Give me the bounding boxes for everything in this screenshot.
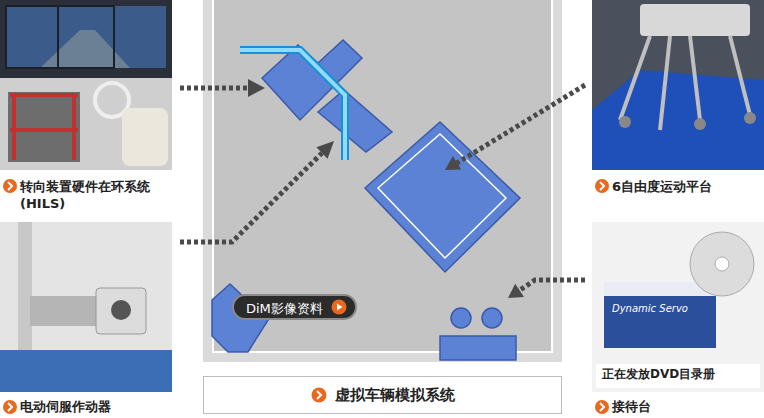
- photo-caption: 正在发放DVD目录册: [602, 366, 762, 383]
- caption-band: 虚拟车辆模拟系统: [203, 376, 562, 414]
- hils-photo: [0, 0, 172, 170]
- bullet-icon: [311, 387, 327, 403]
- photo-panel: 正在发放DVD目录册接待台: [592, 222, 764, 418]
- photo-panel: 转向装置硬件在环系统 (HILS): [0, 0, 172, 215]
- bullet-icons: [3, 179, 609, 414]
- pointer-arrows: [180, 85, 585, 290]
- play-icon: [331, 299, 347, 315]
- button-label: DiM影像资料: [246, 300, 323, 317]
- system-title: 虚拟车辆模拟系统: [335, 387, 455, 404]
- photo-caption: 电动伺服作动器: [20, 398, 170, 415]
- photo-caption: 6自由度运动平台: [612, 178, 762, 195]
- motion-platform-photo: [592, 0, 764, 170]
- reception-photo: [592, 222, 764, 392]
- arrowheads: [248, 79, 524, 298]
- photo-caption: 转向装置硬件在环系统 (HILS): [20, 178, 170, 212]
- floor-map: [203, 0, 562, 362]
- photo-caption: 接待台: [612, 398, 762, 415]
- photo-panel: 电动伺服作动器: [0, 222, 172, 418]
- servo-photo: [0, 222, 172, 392]
- catalog-label: Dynamic Servo: [612, 303, 688, 314]
- photo-panel: 6自由度运动平台: [592, 0, 764, 215]
- video-button: DiM影像资料: [232, 294, 357, 320]
